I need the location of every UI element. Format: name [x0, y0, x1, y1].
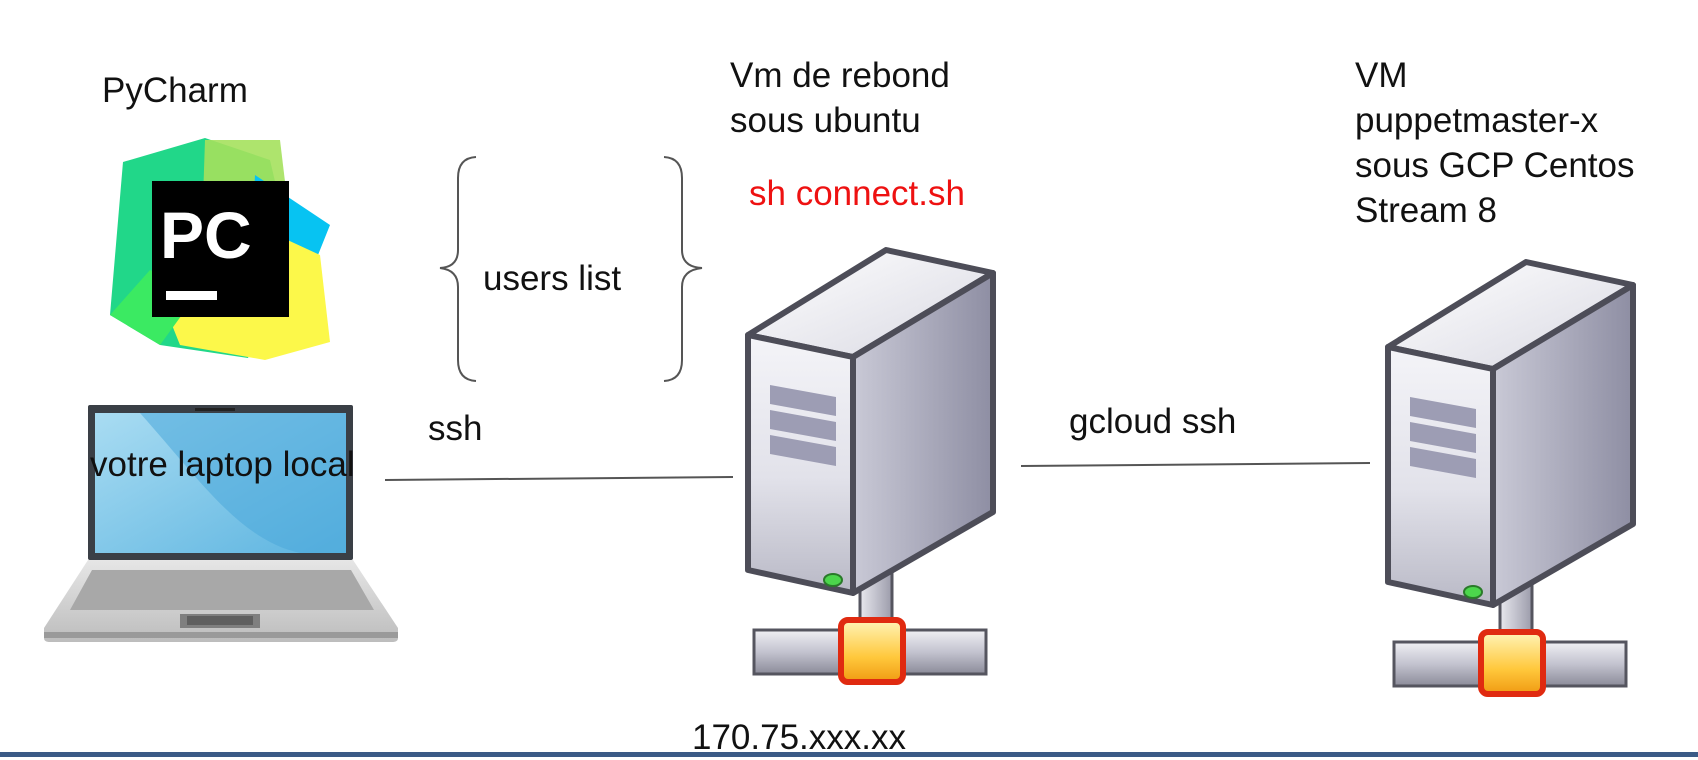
target-vm-title-line: sous GCP Centos [1355, 146, 1635, 185]
curly-brace-icon [439, 156, 703, 382]
jump-server-title-line: sous ubuntu [730, 101, 921, 140]
pycharm-logo-text: PC [160, 198, 252, 272]
gcloud-connection-line [1020, 462, 1371, 467]
jump-server-ip: 170.75.xxx.xx [692, 718, 906, 757]
laptop-label: votre laptop local [90, 445, 355, 484]
bottom-bar [0, 752, 1698, 757]
target-vm-title-line: VM [1355, 56, 1408, 95]
laptop-icon [44, 405, 398, 642]
target-vm-server-icon [1388, 262, 1633, 694]
gcloud-ssh-label: gcloud ssh [1069, 402, 1237, 441]
jump-server-icon [748, 250, 993, 682]
pycharm-logo-icon: PC [110, 138, 330, 360]
target-vm-title-line: puppetmaster-x [1355, 101, 1599, 140]
target-vm-title-line: Stream 8 [1355, 191, 1497, 230]
users-list-label: users list [483, 259, 622, 298]
connect-command: sh connect.sh [749, 174, 965, 213]
ssh-label: ssh [428, 409, 483, 448]
pycharm-title: PyCharm [102, 71, 248, 110]
ssh-connection-line [384, 476, 734, 481]
jump-server-title: Vm de rebond sous ubuntu [730, 53, 950, 143]
target-vm-title: VM puppetmaster-x sous GCP Centos Stream… [1355, 53, 1635, 233]
jump-server-title-line: Vm de rebond [730, 56, 950, 95]
